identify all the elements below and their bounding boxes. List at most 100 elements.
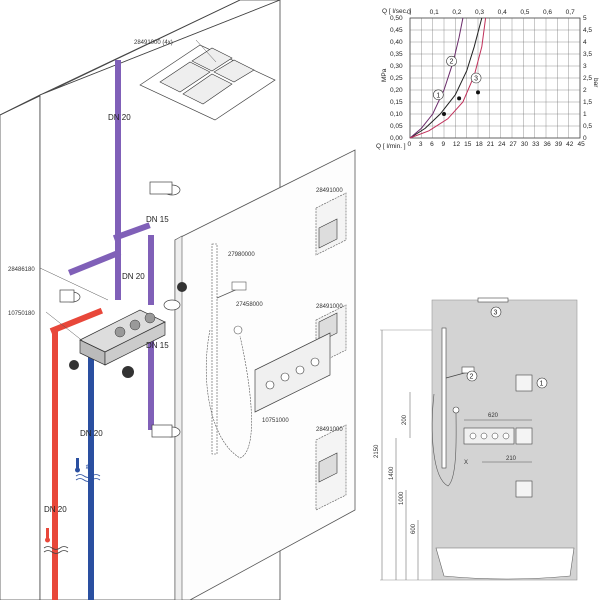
series-line-2 [409,17,464,139]
series-marker-2 [446,55,457,67]
y-tick-right: 0,5 [583,123,592,130]
x-tick-bottom: 21 [487,141,495,148]
label-dn20-hot: DN 20 [44,505,67,514]
series-line-1 [409,17,483,139]
label-ceiling-shower: 28491000 (4x) [134,40,173,46]
ceiling-shower-bar [477,297,509,303]
y-axis-label-right: bar [592,78,599,88]
elevation-trim [463,427,515,445]
series-marker-1 [433,89,444,101]
valve-knob-icon [122,366,134,378]
inlet-knob-icon [69,360,79,370]
wall-elbows [59,181,181,438]
svg-text:3: 3 [494,310,498,317]
y-tick-left: 0,15 [390,99,403,106]
x-tick-top: 0,7 [566,9,575,16]
x-tick-bottom: 30 [521,141,529,148]
label-dn20-drain: DN 20 [108,113,131,122]
elevation-jet-mid [515,427,533,445]
elevation-jet-bottom [515,480,533,498]
dim-2150: 2150 [374,444,380,458]
x-tick-top: 0,3 [475,9,484,16]
hot-water-icon [43,528,69,554]
outlet-knob-icon [177,282,187,292]
x-mark: X [464,460,468,466]
label-dn20-mid: DN 20 [122,272,145,281]
y-tick-left: 0,25 [390,75,403,82]
callout-1 [536,377,548,389]
y-tick-left: 0,35 [390,51,403,58]
y-tick-right: 2,5 [583,75,592,82]
drain-pipe [68,60,154,430]
chart-grid [409,17,581,139]
thermostat-valve-body [69,282,187,378]
data-point [442,112,446,116]
y-tick-left: 0,45 [390,27,403,34]
data-point [457,96,462,101]
x-tick-bottom: 0 [408,141,412,148]
cold-water-icon: ❄ [75,458,101,482]
y-tick-left: 0,05 [390,123,403,130]
cold-pipe [88,350,94,600]
y-tick-right: 4 [583,39,587,46]
y-tick-left: 0,20 [390,87,403,94]
ceiling-shower-group: 28491000 (4x) [134,39,276,121]
isometric-view: 28491000 (4x) [0,0,356,600]
label-dn15-top: DN 15 [146,215,169,224]
x-tick-bottom: 24 [498,141,506,148]
y-tick-right: 5 [583,15,587,22]
x-tick-top: 0,1 [430,9,439,16]
dim-1400: 1400 [389,466,395,480]
y-axis-label-left: MPa [381,68,388,82]
y-tick-right: 1,5 [583,99,592,106]
y-tick-left: 0,10 [390,111,403,118]
label-thermostat-body: 10750180 [8,311,35,317]
dim-600: 600 [411,523,417,534]
y-tick-right: 4,5 [583,27,592,34]
series-marker-label: 3 [474,76,478,83]
x-tick-top: 0,2 [452,9,461,16]
slide-rail-group: 27980000 27458000 [205,243,263,459]
x-tick-top: 0 [407,9,411,16]
x-tick-top: 0,5 [520,9,529,16]
wall-edge [39,0,241,96]
y-tick-right: 1 [583,111,587,118]
x-tick-bottom: 27 [510,141,518,148]
series-marker-label: 2 [450,59,454,66]
bathtub [435,547,575,580]
series-line-3 [409,17,487,139]
x-tick-bottom: 12 [453,141,461,148]
x-axis-label-bottom: Q [ l/min. ] [376,143,406,150]
x-tick-bottom: 9 [442,141,446,148]
label-inlet-left: 28486180 [8,267,35,273]
label-body-jet-bottom: 28491000 [316,427,343,433]
dim-1000: 1000 [399,491,405,505]
label-rail: 27980000 [228,252,255,258]
label-hand-shower: 27458000 [236,302,263,308]
x-tick-bottom: 33 [532,141,540,148]
hot-pipe [49,307,103,600]
data-point [476,90,480,95]
svg-text:2: 2 [470,374,474,381]
body-jets: 28491000 28491000 28491000 [315,188,347,511]
label-dn20-cold: DN 20 [80,429,103,438]
y-tick-left: 0,00 [390,135,403,142]
y-tick-right: 3 [583,63,587,70]
dim-620: 620 [488,413,499,419]
wall-side [0,94,41,600]
y-tick-left: 0,50 [390,15,403,22]
x-tick-bottom: 42 [566,141,574,148]
label-body-jet-top: 28491000 [316,188,343,194]
x-tick-top: 0,6 [543,9,552,16]
elevation-jet-top [515,374,533,392]
tile-panel-edge [174,235,183,600]
svg-text:❄: ❄ [85,463,93,473]
callout-3 [490,306,502,318]
series-marker-label: 1 [436,92,440,99]
y-tick-left: 0,30 [390,63,403,70]
x-tick-bottom: 3 [419,141,423,148]
x-axis-label-top: Q [ l/sec. ] [382,8,411,15]
thermostat-trim: 10751000 [254,332,331,424]
